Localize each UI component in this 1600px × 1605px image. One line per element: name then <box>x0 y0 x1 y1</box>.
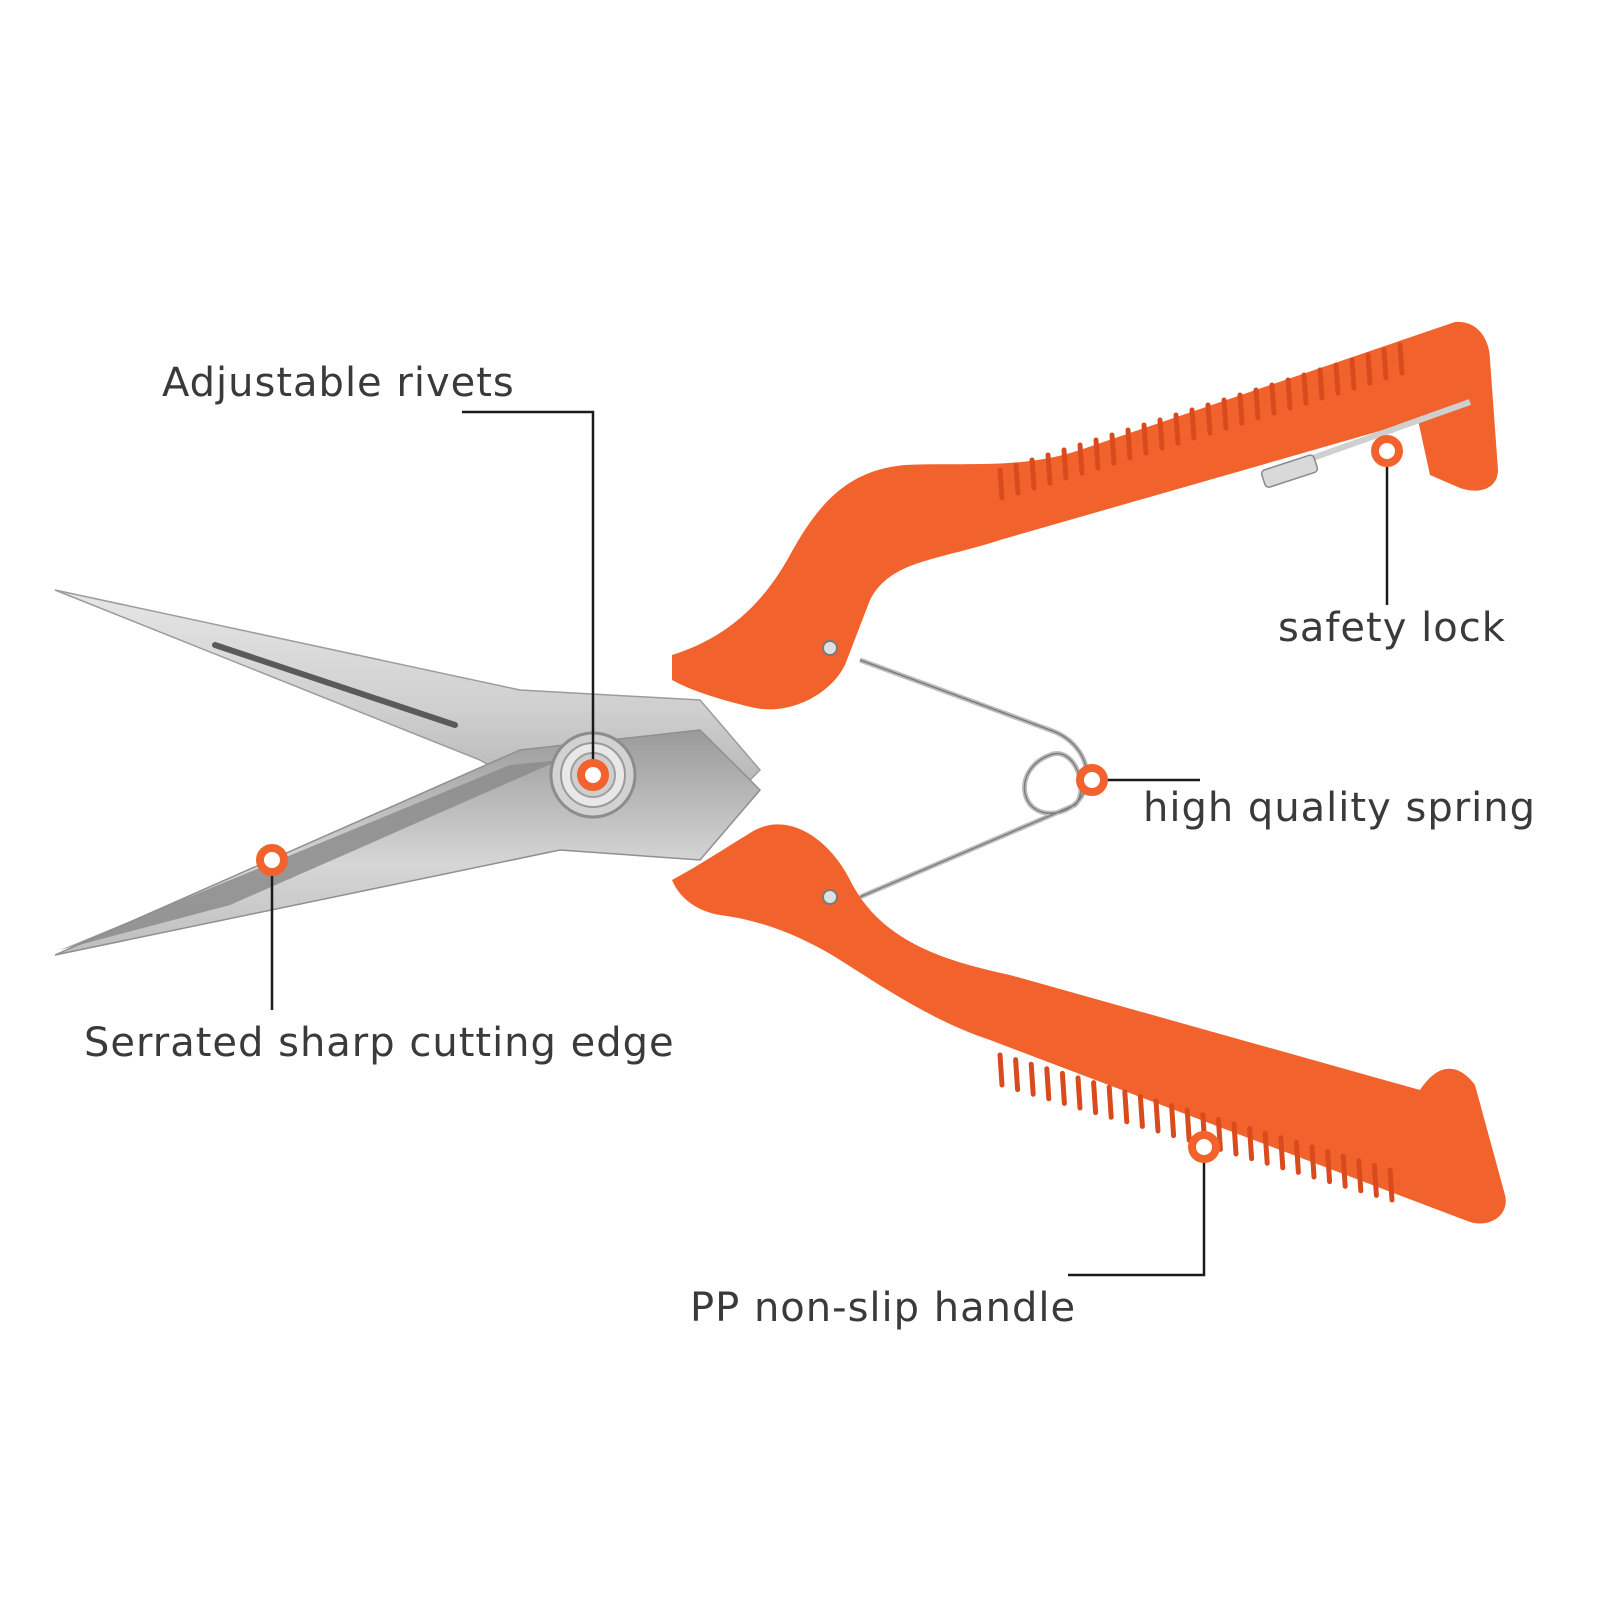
grip-rib <box>1333 362 1341 396</box>
grip-rib <box>1059 1070 1067 1106</box>
grip-rib <box>1381 347 1389 381</box>
grip-rib <box>1013 462 1021 496</box>
grip-rib <box>1293 1139 1301 1175</box>
grip-rib <box>1125 427 1133 461</box>
grip-rib <box>1137 1093 1145 1129</box>
callout-markers <box>256 435 1403 1163</box>
handle-pin-bottom <box>822 889 838 905</box>
grip-rib <box>1075 1075 1083 1111</box>
lower-blade-edge <box>60 760 560 950</box>
grip-rib <box>1221 397 1229 431</box>
blade-groove <box>212 642 458 728</box>
upper-grip-ribs <box>997 342 1405 501</box>
grip-rib <box>997 1052 1005 1088</box>
grip-rib <box>1317 367 1325 401</box>
callout-marker-rivets <box>577 759 609 791</box>
grip-rib <box>1061 447 1069 481</box>
grip-rib <box>1173 412 1181 446</box>
grip-rib <box>1029 457 1037 491</box>
grip-rib <box>1091 1080 1099 1116</box>
callout-marker-edge <box>256 844 288 876</box>
callout-marker-spring <box>1076 764 1108 796</box>
grip-rib <box>1184 1107 1192 1143</box>
callout-label-spring: high quality spring <box>1143 785 1537 831</box>
grip-rib <box>1349 357 1357 391</box>
leader-line-rivets <box>462 410 595 775</box>
grip-rib <box>1278 1135 1286 1171</box>
grip-rib <box>1262 1130 1270 1166</box>
grip-rib <box>1215 1116 1223 1152</box>
callout-marker-handle <box>1188 1131 1220 1163</box>
grip-rib <box>1205 402 1213 436</box>
grip-rib <box>1045 452 1053 486</box>
callout-marker-lock <box>1371 435 1403 467</box>
handle-pin-top <box>822 640 838 656</box>
grip-rib <box>1356 1158 1364 1194</box>
grip-rib <box>1028 1061 1036 1097</box>
grip-rib <box>1077 442 1085 476</box>
grip-rib <box>1157 417 1165 451</box>
lower-handle <box>672 824 1506 1224</box>
grip-rib <box>1325 1149 1333 1185</box>
grip-rib <box>1106 1084 1114 1120</box>
callout-label-rivets: Adjustable rivets <box>162 360 515 406</box>
grip-rib <box>1253 387 1261 421</box>
grip-rib <box>1231 1121 1239 1157</box>
grip-rib <box>1169 1103 1177 1139</box>
grip-rib <box>1387 1167 1395 1203</box>
grip-rib <box>1122 1089 1130 1125</box>
grip-rib <box>1153 1098 1161 1134</box>
grip-rib <box>1141 422 1149 456</box>
grip-rib <box>1247 1126 1255 1162</box>
grip-rib <box>1340 1153 1348 1189</box>
grip-rib <box>997 467 1005 501</box>
grip-rib <box>1109 432 1117 466</box>
upper-handle <box>672 321 1498 710</box>
lower-grip-ribs <box>997 1052 1395 1203</box>
grip-rib <box>1237 392 1245 426</box>
grip-rib <box>1309 1144 1317 1180</box>
grip-rib <box>1189 407 1197 441</box>
grip-rib <box>1397 342 1405 376</box>
leader-line-handle <box>1068 1147 1206 1277</box>
grip-rib <box>1365 352 1373 386</box>
grip-rib <box>1301 372 1309 406</box>
callout-label-handle: PP non-slip handle <box>690 1285 1077 1331</box>
grip-rib <box>1371 1162 1379 1198</box>
grip-rib <box>1093 437 1101 471</box>
callout-label-lock: safety lock <box>1278 605 1506 651</box>
leader-lines <box>270 410 1389 1277</box>
spring <box>859 657 1090 900</box>
grip-rib <box>1044 1066 1052 1102</box>
callout-label-edge: Serrated sharp cutting edge <box>84 1020 675 1066</box>
grip-rib <box>1269 382 1277 416</box>
grip-rib <box>1285 377 1293 411</box>
grip-rib <box>1013 1057 1021 1093</box>
